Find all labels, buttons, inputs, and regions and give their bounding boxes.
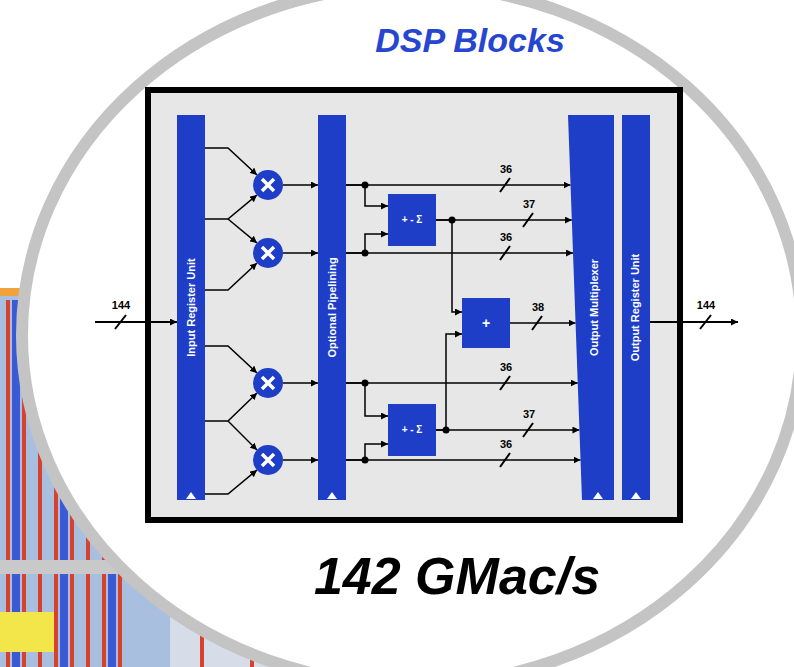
input-wire	[205, 393, 257, 421]
multiply-sign	[262, 179, 274, 191]
product-wire	[283, 184, 318, 186]
data-bus	[346, 252, 573, 254]
data-bus	[436, 429, 579, 431]
zoom-circle	[22, 0, 794, 667]
register-bar: Output Register Unit	[622, 115, 650, 500]
input-wire	[228, 421, 257, 450]
multiply-sign	[262, 377, 274, 389]
bus-width: 144	[696, 299, 716, 312]
bus-width: 37	[522, 198, 536, 211]
data-bus	[346, 383, 388, 416]
multiplier-symbol	[253, 368, 283, 398]
unit-name: Input Register Unit	[185, 258, 198, 356]
operator-text: + - Σ	[402, 214, 423, 226]
product-wire	[283, 252, 318, 254]
output-bus	[650, 321, 738, 323]
bus-slash	[532, 316, 542, 330]
bus-width: 36	[499, 438, 513, 451]
data-bus	[346, 185, 388, 206]
data-bus	[436, 334, 462, 430]
bus-width: 38	[531, 301, 545, 314]
bus-slash	[500, 376, 510, 390]
adder-box: +	[462, 298, 510, 348]
dsp-block-frame	[148, 90, 680, 520]
die-block	[0, 612, 54, 652]
caption: 142 GMac/s	[314, 546, 600, 606]
bus-width: 144	[111, 299, 131, 312]
data-bus	[346, 459, 581, 461]
bus-width: 36	[499, 361, 513, 374]
input-wire	[205, 470, 257, 494]
bus-slash	[500, 246, 510, 260]
pipeline-bar: Optional Pipelining	[318, 115, 346, 500]
input-wire	[205, 263, 257, 290]
unit-name: Output Multiplexer	[588, 259, 601, 356]
input-wire	[205, 195, 257, 219]
bus-width: 36	[499, 231, 513, 244]
input-wire	[228, 219, 257, 243]
unit-name: Optional Pipelining	[326, 257, 339, 357]
product-wire	[283, 459, 318, 461]
title: DSP Blocks	[375, 20, 565, 60]
multiplier-symbol	[253, 445, 283, 475]
operator-text: +	[482, 315, 490, 331]
product-wire	[283, 382, 318, 384]
data-bus	[346, 382, 578, 384]
bus-slash	[523, 423, 533, 437]
data-bus	[510, 322, 576, 324]
bus-width: 36	[499, 163, 513, 176]
multiplier-symbol	[253, 170, 283, 200]
bus-slash	[700, 315, 711, 329]
multipliers	[253, 170, 283, 475]
data-bus	[436, 219, 572, 221]
bus-width: 37	[522, 408, 536, 421]
unit-name: Output Register Unit	[630, 254, 643, 362]
input-wire	[205, 346, 257, 373]
operator-text: + - Σ	[402, 424, 423, 436]
data-bus	[436, 220, 462, 312]
multiplexer-fill	[568, 115, 614, 500]
multiply-sign	[262, 454, 274, 466]
bus-slash	[523, 213, 533, 227]
multiply-sign	[262, 247, 274, 259]
register-bar: Input Register Unit	[177, 115, 205, 500]
adder-box: + - Σ	[388, 404, 436, 456]
multiplier-symbol	[253, 238, 283, 268]
data-bus	[346, 234, 388, 253]
input-wire	[205, 148, 257, 175]
multiplexer-trapezoid: Output Multiplexer	[568, 115, 614, 500]
die-stripe	[6, 300, 10, 667]
input-bus	[95, 321, 177, 323]
bus-slash	[500, 178, 510, 192]
data-bus	[346, 444, 388, 460]
bus-slash	[115, 315, 126, 329]
data-bus	[346, 184, 571, 186]
bus-slash	[500, 453, 510, 467]
adder-box: + - Σ	[388, 194, 436, 246]
